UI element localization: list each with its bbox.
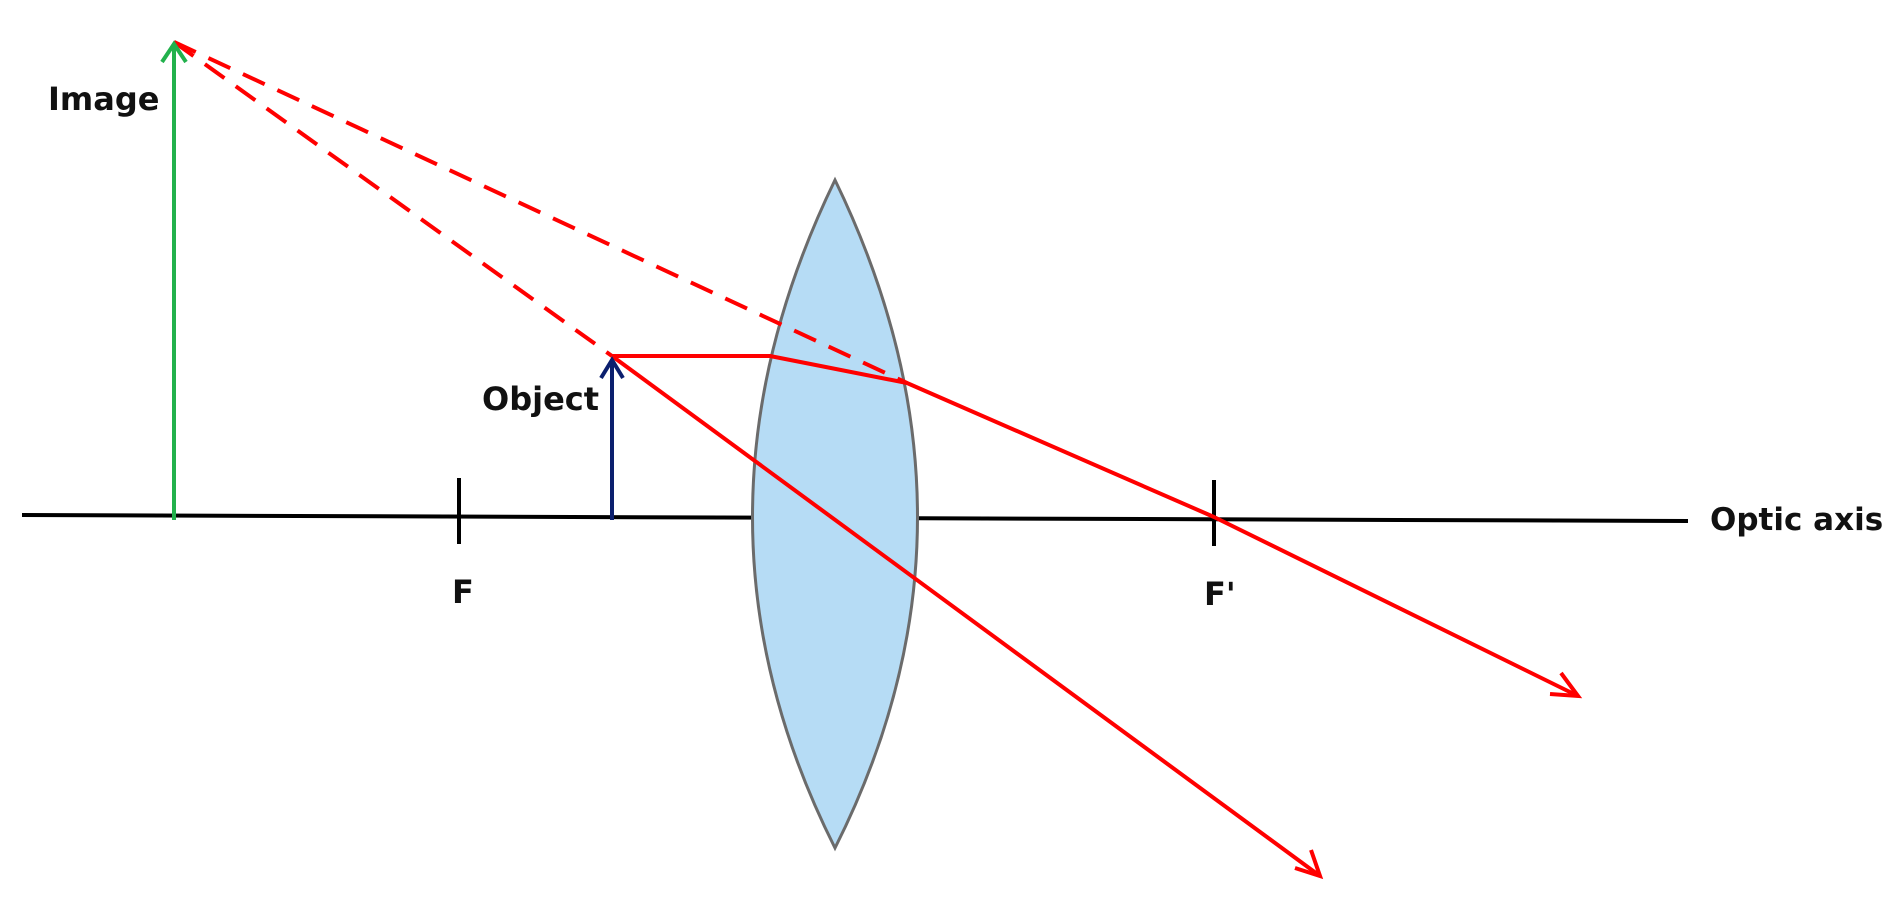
image-arrowhead [160, 40, 188, 64]
focal-point-left-label: F [452, 573, 474, 611]
object-label: Object [482, 380, 599, 418]
virtual-ray-extension-lower [172, 40, 614, 358]
virtual-ray-extension-upper [173, 40, 908, 385]
central-ray [610, 354, 1322, 878]
converging-lens [751, 176, 919, 852]
optic-axis-label: Optic axis [1710, 502, 1883, 538]
focal-point-right-label: F' [1204, 575, 1236, 613]
image-label: Image [48, 80, 159, 118]
object-arrowhead [599, 356, 625, 380]
parallel-ray-arrowhead [1549, 671, 1583, 699]
central-ray-arrowhead [1294, 849, 1324, 880]
parallel-ray [612, 354, 1579, 698]
